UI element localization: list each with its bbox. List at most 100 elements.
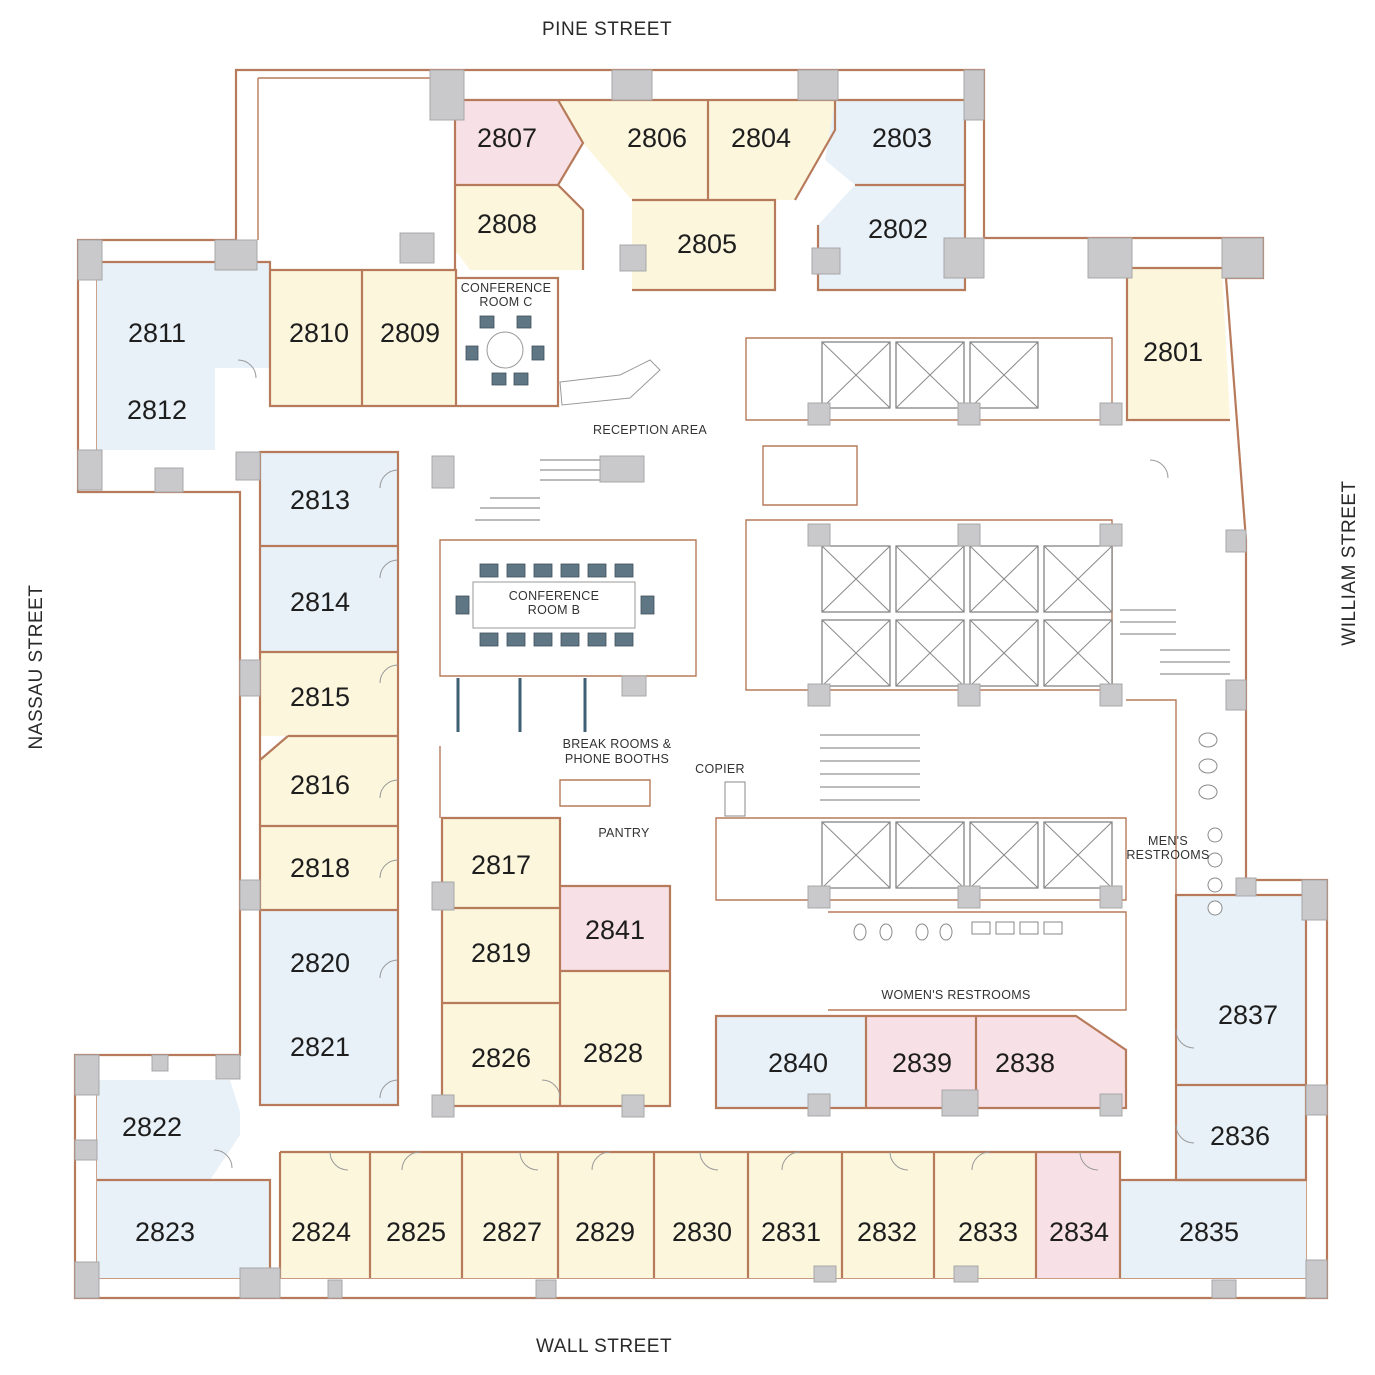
street-label-east: WILLIAM STREET xyxy=(1339,480,1360,646)
structural-columns xyxy=(74,69,1328,1299)
room-2814-area xyxy=(260,546,398,652)
conference-room-c-label-2: ROOM C xyxy=(479,295,532,309)
break-rooms-label: BREAK ROOMS & xyxy=(563,737,672,751)
room-2826-area xyxy=(442,1003,560,1106)
room-label-2820: 2820 xyxy=(290,948,350,978)
room-label-2815: 2815 xyxy=(290,682,350,712)
restroom-fixtures xyxy=(853,732,1223,941)
room-label-2838: 2838 xyxy=(995,1048,1055,1078)
room-2806-area xyxy=(558,100,708,200)
reception-area-label: RECEPTION AREA xyxy=(593,423,707,437)
room-label-2802: 2802 xyxy=(868,214,928,244)
elevator-bank-north xyxy=(821,341,1039,409)
room-2838-area xyxy=(976,1016,1126,1108)
elevator-bank-south xyxy=(821,821,1113,889)
room-2822-area xyxy=(97,1080,240,1180)
room-2830-area xyxy=(654,1152,748,1278)
room-2809-area xyxy=(362,270,456,406)
room-label-2826: 2826 xyxy=(471,1043,531,1073)
room-label-2819: 2819 xyxy=(471,938,531,968)
room-2813-area xyxy=(260,452,398,546)
room-2825-area xyxy=(370,1152,462,1278)
room-labels: 2807 2806 2804 2803 2808 2805 2802 2811 … xyxy=(122,123,1278,1247)
room-label-2813: 2813 xyxy=(290,485,350,515)
room-label-2831: 2831 xyxy=(761,1217,821,1247)
room-2829-area xyxy=(558,1152,654,1278)
phone-booths-label: PHONE BOOTHS xyxy=(565,752,669,766)
conference-room-b-label: CONFERENCE xyxy=(509,589,600,603)
room-2840-area xyxy=(716,1016,866,1108)
room-2810-area xyxy=(270,270,362,406)
room-2835-area xyxy=(1120,1180,1306,1278)
room-2824-area xyxy=(280,1152,370,1278)
room-2841-area xyxy=(560,886,670,971)
room-label-2835: 2835 xyxy=(1179,1217,1239,1247)
room-label-2832: 2832 xyxy=(857,1217,917,1247)
room-2816-area xyxy=(260,736,398,826)
street-label-south: WALL STREET xyxy=(536,1336,673,1357)
room-label-2828: 2828 xyxy=(583,1038,643,1068)
room-label-2812: 2812 xyxy=(127,395,187,425)
mens-restrooms-label-2: RESTROOMS xyxy=(1126,848,1209,862)
area-labels: CONFERENCE ROOM C CONFERENCE ROOM B RECE… xyxy=(461,281,1210,1002)
room-label-2814: 2814 xyxy=(290,587,350,617)
room-label-2837: 2837 xyxy=(1218,1000,1278,1030)
phone-booths xyxy=(456,678,587,732)
room-label-2811: 2811 xyxy=(128,318,186,348)
conference-room-b-table xyxy=(455,563,655,647)
room-label-2808: 2808 xyxy=(477,209,537,239)
room-label-2836: 2836 xyxy=(1210,1121,1270,1151)
room-label-2839: 2839 xyxy=(892,1048,952,1078)
room-fills xyxy=(97,100,1306,1278)
room-2803-area xyxy=(825,100,965,185)
room-label-2810: 2810 xyxy=(289,318,349,348)
elevator-bank-middle xyxy=(821,545,1113,687)
room-2831-area xyxy=(748,1152,842,1278)
room-2804-area xyxy=(708,100,835,200)
room-label-2809: 2809 xyxy=(380,318,440,348)
room-label-2829: 2829 xyxy=(575,1217,635,1247)
pantry-label: PANTRY xyxy=(598,826,650,840)
room-label-2803: 2803 xyxy=(872,123,932,153)
room-label-2830: 2830 xyxy=(672,1217,732,1247)
doors xyxy=(213,359,1195,1171)
room-label-2818: 2818 xyxy=(290,853,350,883)
room-2817-area xyxy=(442,818,560,908)
room-label-2841: 2841 xyxy=(585,915,645,945)
stairs xyxy=(475,459,1230,801)
room-2823-area xyxy=(97,1180,270,1278)
room-2819-area xyxy=(442,908,560,1003)
conference-room-b-label-2: ROOM B xyxy=(528,603,581,617)
street-label-west: NASSAU STREET xyxy=(26,584,47,750)
room-label-2821: 2821 xyxy=(290,1032,350,1062)
room-2827-area xyxy=(462,1152,558,1278)
mens-restrooms-label: MEN'S xyxy=(1148,834,1188,848)
room-label-2805: 2805 xyxy=(677,229,737,259)
copier-label: COPIER xyxy=(695,762,745,776)
room-label-2817: 2817 xyxy=(471,850,531,880)
room-label-2823: 2823 xyxy=(135,1217,195,1247)
room-2808-area xyxy=(455,185,583,270)
room-2834-area xyxy=(1036,1152,1120,1278)
elevator-banks xyxy=(475,341,1230,889)
room-2828-area xyxy=(560,971,670,1106)
room-label-2822: 2822 xyxy=(122,1112,182,1142)
room-2811-area xyxy=(97,262,270,450)
room-label-2834: 2834 xyxy=(1049,1217,1109,1247)
room-2801-area xyxy=(1127,268,1230,420)
room-2836-area xyxy=(1176,1085,1306,1180)
street-label-north: PINE STREET xyxy=(542,19,673,40)
room-2802-area xyxy=(818,185,965,290)
copier-unit xyxy=(724,781,746,817)
room-2837-area xyxy=(1176,895,1306,1085)
room-label-2825: 2825 xyxy=(386,1217,446,1247)
room-label-2801: 2801 xyxy=(1143,337,1203,367)
womens-restrooms-label: WOMEN'S RESTROOMS xyxy=(881,988,1030,1002)
room-2818-area xyxy=(260,826,398,910)
room-label-2816: 2816 xyxy=(290,770,350,800)
room-2805-area xyxy=(632,200,775,290)
room-label-2833: 2833 xyxy=(958,1217,1018,1247)
conference-room-c-label: CONFERENCE xyxy=(461,281,552,295)
reception-desk xyxy=(559,359,661,406)
